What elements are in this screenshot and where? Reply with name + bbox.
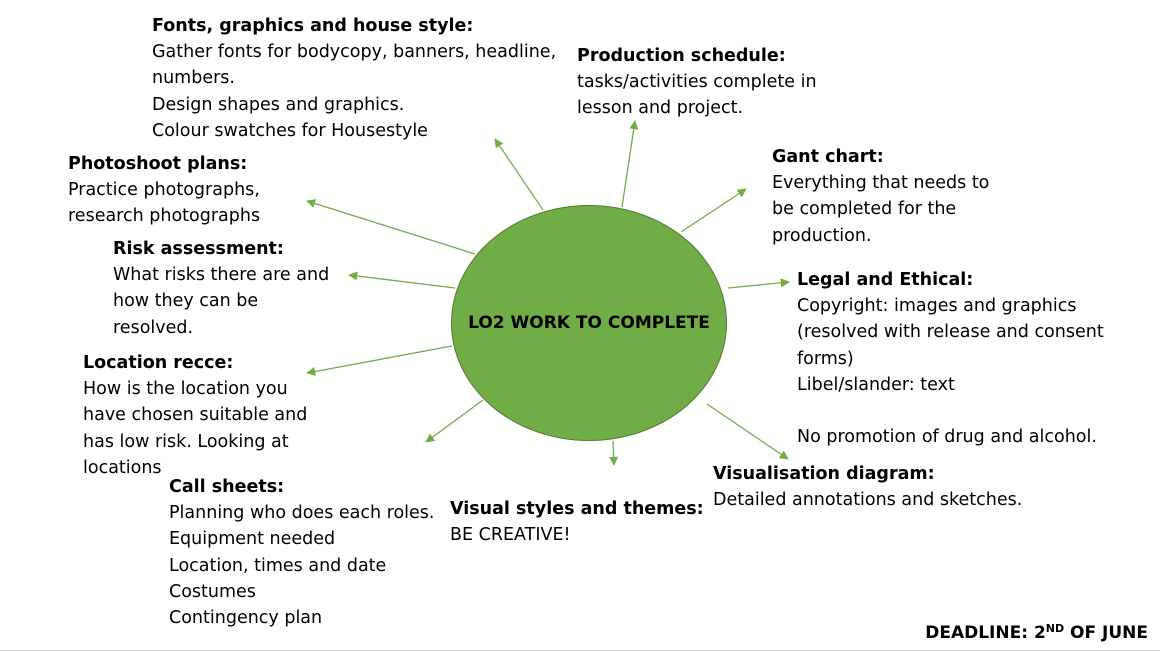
node-line: Detailed annotations and sketches. — [713, 490, 1023, 511]
arrow-to-visual-styles — [609, 440, 619, 466]
node-legal: Legal and Ethical: Copyright: images and… — [797, 267, 1104, 450]
node-line: Gather fonts for bodycopy, banners, head… — [152, 42, 557, 63]
node-line: has low risk. Looking at — [83, 431, 289, 452]
node-line: Practice photographs, — [68, 180, 260, 201]
arrow-to-production — [621, 120, 639, 208]
deadline-suffix: OF JUNE — [1064, 623, 1148, 643]
node-line: Costumes — [169, 581, 256, 602]
node-line: No promotion of drug and alcohol. — [797, 427, 1097, 448]
node-line: tasks/activities complete in — [577, 72, 817, 93]
node-line: numbers. — [152, 68, 235, 89]
node-gant: Gant chart: Everything that needs to be … — [772, 144, 989, 249]
center-label: LO2 WORK TO COMPLETE — [468, 313, 710, 333]
node-line: Copyright: images and graphics — [797, 296, 1077, 317]
arrow-to-callsheets — [425, 399, 484, 443]
node-heading: Fonts, graphics and house style: — [152, 16, 474, 36]
node-visualisation: Visualisation diagram: Detailed annotati… — [713, 461, 1022, 513]
arrow-to-risk — [348, 271, 456, 289]
bottom-divider — [0, 650, 1160, 651]
arrow-to-gant — [680, 188, 747, 233]
node-line: How is the location you — [83, 379, 288, 400]
node-callsheets: Call sheets: Planning who does each role… — [169, 474, 434, 631]
node-heading: Risk assessment: — [113, 239, 284, 259]
deadline-prefix: DEADLINE: 2 — [925, 623, 1046, 643]
node-line: What risks there are and — [113, 265, 330, 286]
node-line: how they can be — [113, 291, 259, 312]
node-line: be completed for the — [772, 199, 957, 220]
node-heading: Photoshoot plans: — [68, 154, 248, 174]
deadline-sup: ND — [1045, 622, 1065, 635]
arrow-to-fonts — [494, 138, 544, 211]
node-heading: Gant chart: — [772, 147, 884, 167]
node-line: Planning who does each roles. — [169, 503, 435, 524]
deadline-label: DEADLINE: 2ND OF JUNE — [925, 622, 1148, 643]
node-production: Production schedule: tasks/activities co… — [577, 43, 817, 122]
node-heading: Call sheets: — [169, 477, 285, 497]
node-heading: Location recce: — [83, 353, 234, 373]
arrow-to-location — [306, 345, 453, 376]
arrow-to-legal — [727, 278, 790, 289]
node-line: have chosen suitable and — [83, 405, 308, 426]
node-line: Design shapes and graphics. — [152, 94, 405, 115]
node-risk: Risk assessment: What risks there are an… — [113, 236, 329, 341]
node-visual-styles: Visual styles and themes: BE CREATIVE! — [450, 496, 704, 548]
node-line: Everything that needs to — [772, 173, 990, 194]
node-line: locations — [83, 457, 162, 478]
node-line: production. — [772, 225, 872, 246]
node-line: (resolved with release and consent — [797, 322, 1104, 343]
arrow-to-visualisation — [706, 403, 789, 460]
node-heading: Legal and Ethical: — [797, 270, 974, 290]
node-line: Equipment needed — [169, 529, 336, 550]
node-line: BE CREATIVE! — [450, 525, 571, 546]
node-line: Location, times and date — [169, 555, 387, 576]
node-heading: Visual styles and themes: — [450, 499, 704, 519]
node-line: lesson and project. — [577, 98, 744, 119]
node-line: Colour swatches for Housestyle — [152, 120, 428, 141]
node-line-blank — [797, 398, 1104, 424]
node-photoshoot: Photoshoot plans: Practice photographs, … — [68, 151, 260, 230]
node-line: resolved. — [113, 317, 194, 338]
node-heading: Production schedule: — [577, 46, 786, 66]
node-line: Libel/slander: text — [797, 374, 955, 395]
center-ellipse — [451, 205, 727, 441]
node-fonts: Fonts, graphics and house style: Gather … — [152, 13, 556, 144]
node-heading: Visualisation diagram: — [713, 464, 935, 484]
node-line: research photographs — [68, 206, 261, 227]
node-line: Contingency plan — [169, 608, 323, 629]
node-line: forms) — [797, 348, 854, 369]
arrow-to-photoshoot — [306, 199, 476, 255]
node-location: Location recce: How is the location you … — [83, 350, 307, 481]
